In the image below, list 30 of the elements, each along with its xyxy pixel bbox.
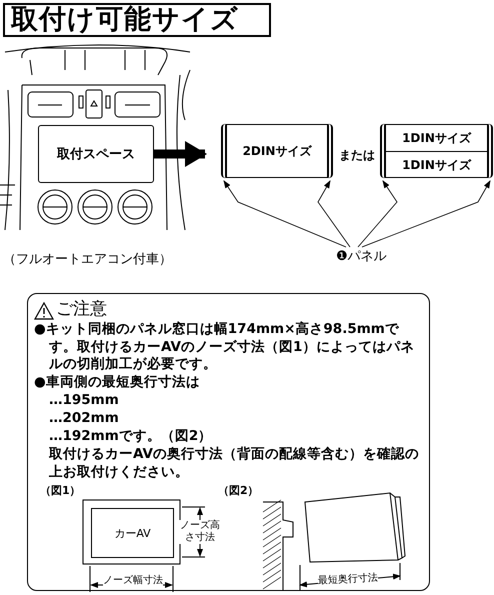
dimension-label: ノーズ高さ寸法 [179, 520, 221, 544]
size-label: 1DINサイズ [401, 130, 472, 147]
connector-word: または [339, 147, 375, 164]
node-text: 2DINサイズ [242, 142, 312, 160]
notice-text: …202mm [49, 410, 120, 428]
node-text: 取付スペース [57, 146, 135, 163]
leader-line [318, 180, 350, 248]
mounting-space-box [38, 125, 154, 183]
notice-text: 取付けるカーAVの奥行寸法（背面の配線等含む）を確認の上お取付けください。 [49, 446, 420, 481]
notice-text: ●車両側の最短奥行寸法は [34, 374, 201, 392]
leader-line [358, 180, 398, 248]
leader-line [223, 180, 346, 248]
figure-number: （図2） [218, 483, 259, 498]
notice-text: …195mm [49, 392, 120, 410]
arrow [154, 141, 207, 167]
size-label: 1DINサイズ [386, 151, 487, 177]
node-text: カーAV [114, 526, 151, 540]
notice-box [27, 293, 430, 591]
node-text: ❶パネル [336, 249, 387, 264]
dimension-label: ノーズ幅寸法 [103, 573, 163, 587]
figure-number: （図1） [40, 483, 81, 498]
leader-line [362, 180, 490, 248]
notice-heading: ご注意 [56, 298, 107, 321]
device-box [91, 508, 174, 558]
panel-box [221, 124, 333, 178]
notice-text: ●キット同梱のパネル窓口は幅174mm×高さ98.5mmです。取付けるカーAVのノーズ寸法（図1）によってはパネルの切削加工が必要です。 [34, 321, 416, 374]
title-box: 取付け可能サイズ [3, 3, 271, 37]
notice-text: …192mmです。（図2） [49, 428, 214, 446]
caption: （フルオートエアコン付車） [3, 251, 172, 268]
panel-box [380, 124, 493, 178]
